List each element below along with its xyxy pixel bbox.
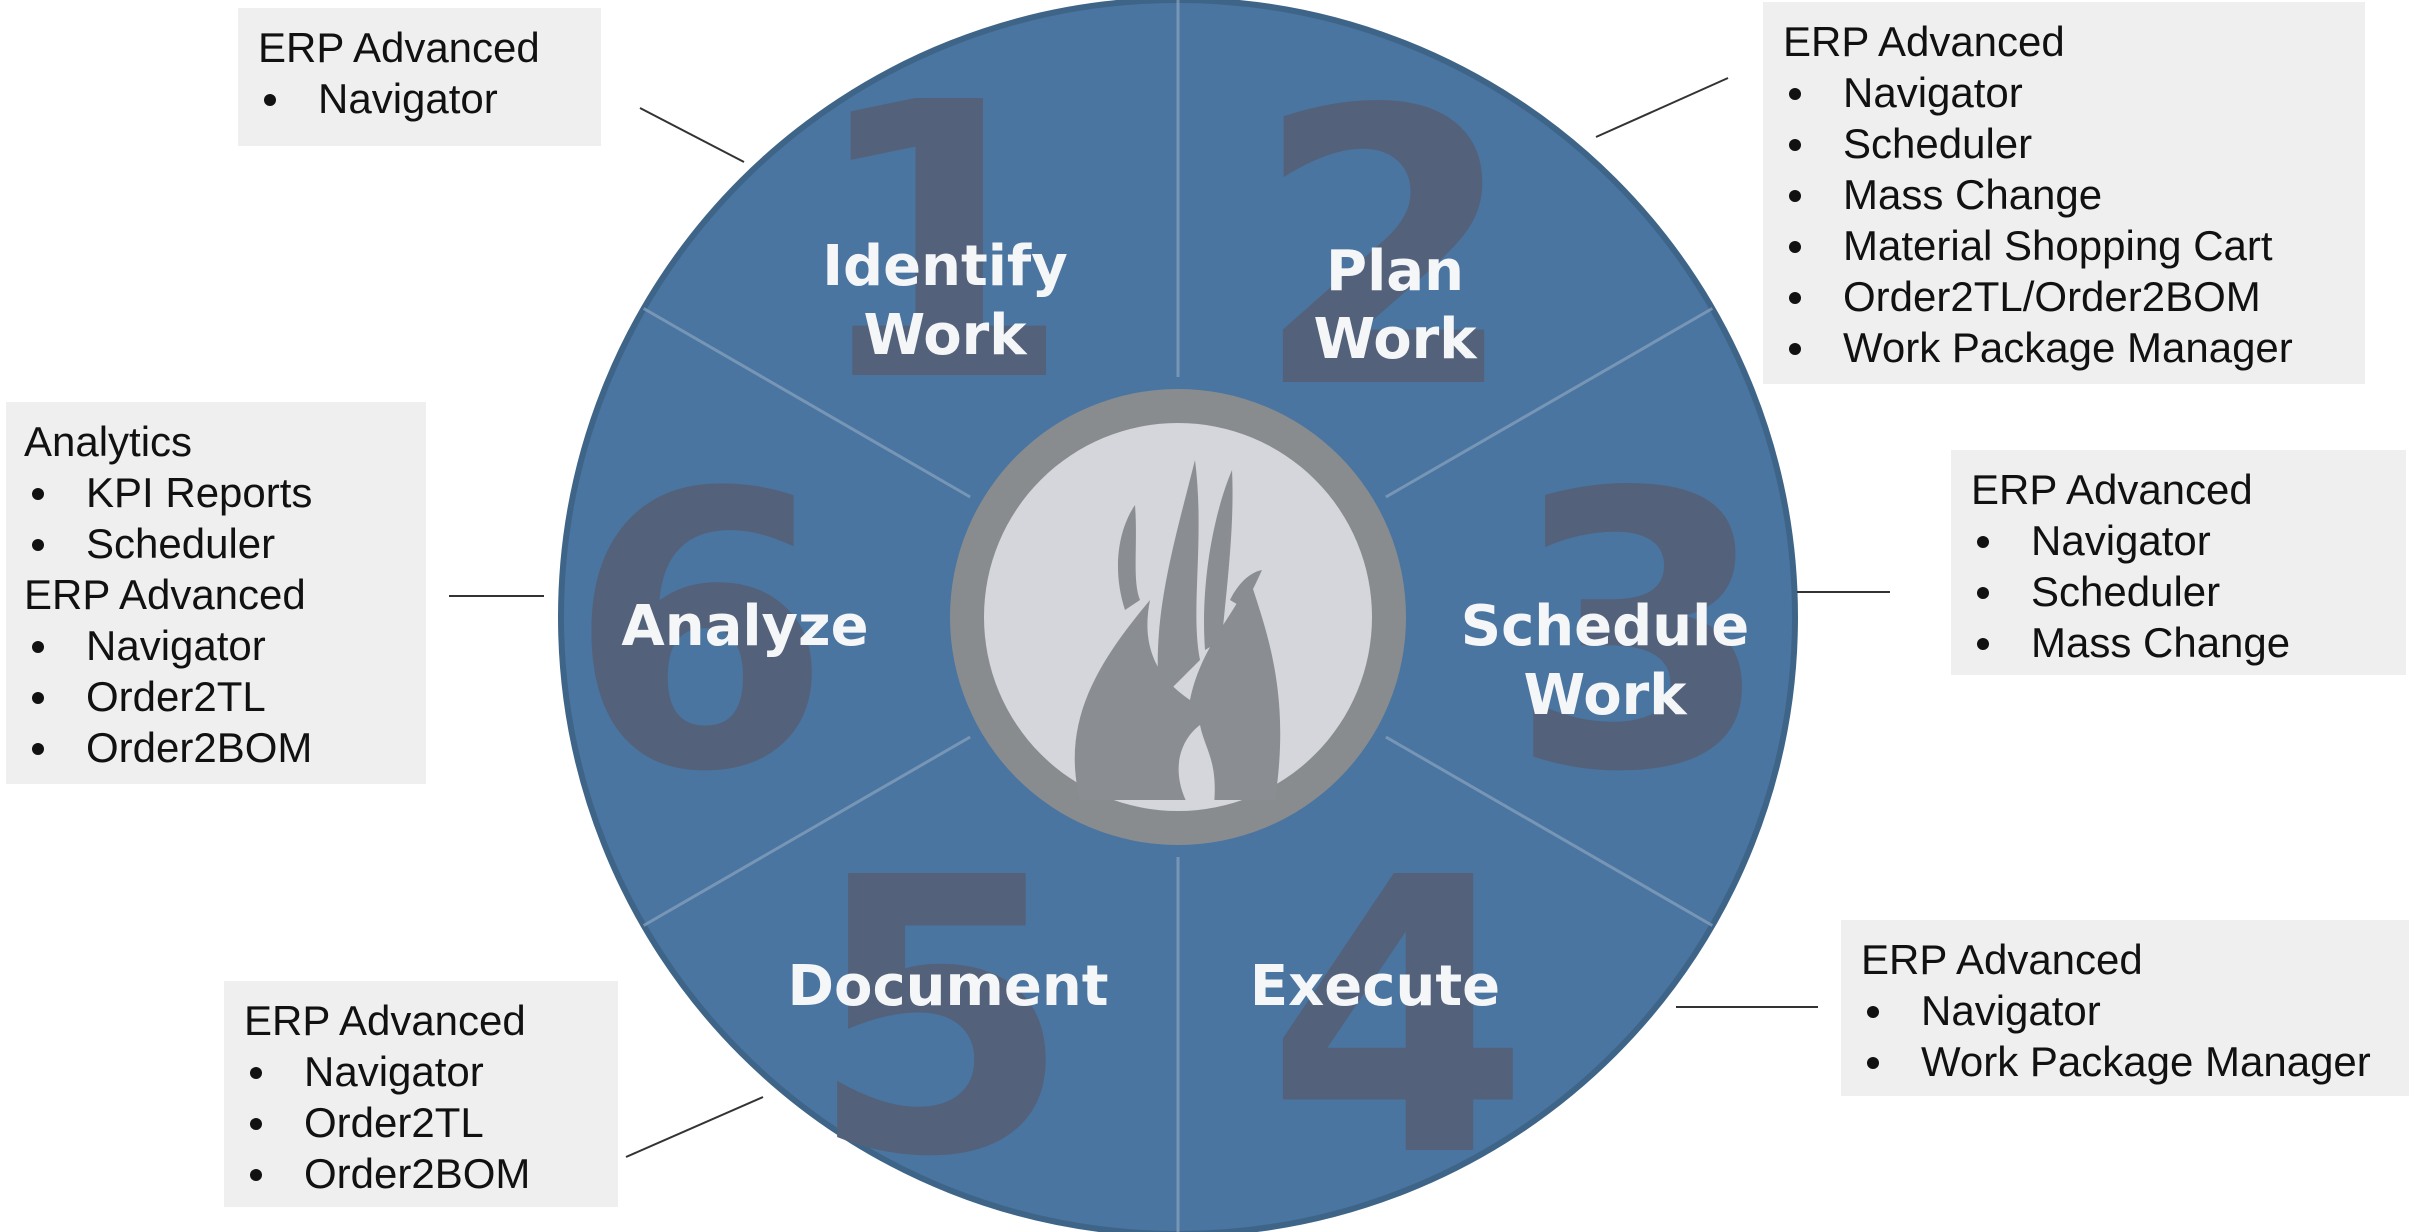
segment-number-2: 2 [1253, 29, 1517, 472]
list-item: Mass Change [1783, 169, 2345, 220]
list-item: Work Package Manager [1861, 1036, 2389, 1087]
document-tools-box: ERP Advanced Navigator Order2TL Order2BO… [224, 981, 618, 1207]
segment-divider [1385, 735, 1714, 927]
list-item: Scheduler [26, 518, 406, 569]
list-item: Mass Change [1971, 617, 2386, 668]
list-item: Order2TL [244, 1097, 598, 1148]
segment-number-5: 5 [808, 797, 1072, 1232]
list-item: Navigator [1971, 515, 2386, 566]
segment-label-3: Work [1523, 663, 1688, 728]
segment-label-6: Analyze [621, 594, 868, 659]
tools-header: ERP Advanced [1783, 18, 2065, 65]
list-item: Material Shopping Cart [1783, 220, 2345, 271]
segment-number-1: 1 [808, 22, 1072, 465]
tools-list: Navigator Scheduler Mass Change [1971, 515, 2386, 668]
tools-header: ERP Advanced [244, 997, 526, 1044]
connector-line [1595, 77, 1729, 138]
segment-label-1: Identify [822, 234, 1068, 299]
segment-divider [642, 735, 971, 927]
tools-list: Navigator Order2TL Order2BOM [26, 620, 406, 773]
plan-work-tools-box: ERP Advanced Navigator Scheduler Mass Ch… [1763, 2, 2365, 384]
tools-header: ERP Advanced [1971, 466, 2253, 513]
list-item: Order2BOM [26, 722, 406, 773]
connector-line [639, 107, 745, 163]
segment-number-4: 4 [1266, 797, 1530, 1232]
tools-header: ERP Advanced [24, 571, 306, 618]
identify-work-tools-box: ERP Advanced Navigator [238, 8, 601, 146]
segment-label-2: Plan [1326, 239, 1464, 304]
segment-divider [642, 307, 971, 499]
segment-number-6: 6 [568, 412, 832, 855]
list-item: Scheduler [1971, 566, 2386, 617]
segment-label-4: Execute [1250, 954, 1500, 1019]
list-item: KPI Reports [26, 467, 406, 518]
list-item: Scheduler [1783, 118, 2345, 169]
segment-number-3: 3 [1508, 412, 1772, 855]
tools-list: Navigator Work Package Manager [1861, 985, 2389, 1087]
flame-icon [1074, 460, 1281, 805]
segment-divider [1385, 307, 1714, 499]
schedule-work-tools-box: ERP Advanced Navigator Scheduler Mass Ch… [1951, 450, 2406, 675]
segment-label-1: Work [863, 303, 1028, 368]
tools-list: Navigator Order2TL Order2BOM [244, 1046, 598, 1199]
list-item: Navigator [1861, 985, 2389, 1036]
tools-list: Navigator Scheduler Mass Change Material… [1783, 67, 2345, 373]
list-item: Navigator [258, 73, 581, 124]
segment-label-5: Document [788, 954, 1109, 1019]
tools-header: ERP Advanced [258, 24, 540, 71]
list-item: Order2BOM [244, 1148, 598, 1199]
connector-line [625, 1096, 764, 1158]
list-item: Order2TL/Order2BOM [1783, 271, 2345, 322]
tools-list: KPI Reports Scheduler [26, 467, 406, 569]
tools-header: ERP Advanced [1861, 936, 2143, 983]
tools-header: Analytics [24, 418, 193, 465]
segment-label-3: Schedule [1461, 594, 1750, 659]
tools-list: Navigator [258, 73, 581, 124]
analyze-tools-box: Analytics KPI Reports Scheduler ERP Adva… [6, 402, 426, 784]
execute-tools-box: ERP Advanced Navigator Work Package Mana… [1841, 920, 2409, 1096]
list-item: Navigator [244, 1046, 598, 1097]
list-item: Order2TL [26, 671, 406, 722]
list-item: Navigator [1783, 67, 2345, 118]
segment-label-2: Work [1313, 307, 1478, 372]
list-item: Navigator [26, 620, 406, 671]
list-item: Work Package Manager [1783, 322, 2345, 373]
